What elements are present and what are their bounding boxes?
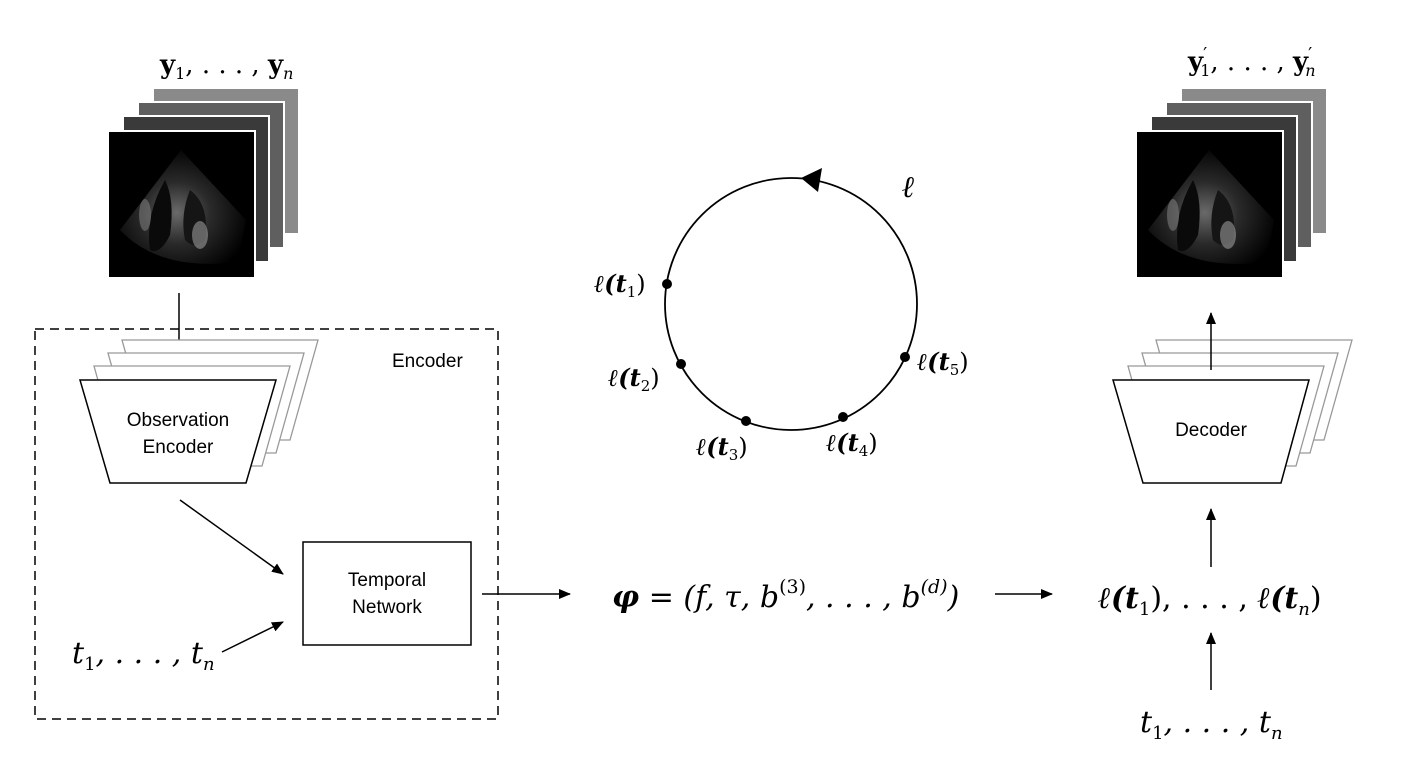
loop-point-3 [741, 416, 751, 426]
loop-label: ℓ [902, 170, 915, 205]
decoder-label: Decoder [1175, 420, 1247, 441]
latent-sequence: ℓ(t1), . . . , ℓ(tn) [1098, 581, 1322, 620]
loop-point-1 [662, 279, 672, 289]
loop-point-label-5: ℓ(t5) [917, 347, 969, 379]
temporal-network-label-1: Temporal [348, 570, 426, 591]
loop-point-2 [676, 359, 686, 369]
output-echo-frame [1135, 130, 1284, 279]
encoder-boundary [34, 328, 499, 720]
observation-encoder-label-1: Observation [127, 410, 229, 431]
loop-circle [664, 177, 918, 431]
decoder [1112, 379, 1310, 484]
output-image-stack: y′1, . . . , y′n [1135, 44, 1328, 279]
observation-encoder [79, 379, 277, 484]
encoder-time-input: t1, . . . , tn [72, 636, 215, 675]
temporal-network-label-2: Network [352, 597, 422, 618]
time-to-temporal-arrow [221, 621, 284, 653]
loop-point-label-3: ℓ(t3) [696, 432, 748, 464]
input-echo-frame [107, 130, 256, 279]
output-stack-label: y′1, . . . , y′n [1187, 44, 1316, 80]
decoder-stack: Decoder [1112, 339, 1353, 484]
latent-loop: ℓ ℓ(t1) ℓ(t2) ℓ(t3) ℓ(t4) ℓ(t5) [594, 168, 969, 464]
loop-point-label-2: ℓ(t2) [608, 363, 660, 395]
input-image-stack: y1, . . . , yn [107, 50, 300, 279]
parameter-vector: φ = (f, τ, b(3), . . . , b(d)) [612, 576, 959, 615]
loop-direction-arrow [801, 168, 822, 192]
decoder-time-input: t1, . . . , tn [1140, 705, 1283, 744]
temporal-network [302, 541, 472, 646]
loop-point-4 [838, 412, 848, 422]
observation-encoder-label-2: Encoder [143, 437, 214, 458]
observation-encoder-stack: Observation Encoder [79, 339, 319, 484]
loop-point-label-1: ℓ(t1) [594, 269, 646, 301]
loop-point-5 [900, 352, 910, 362]
loop-point-label-4: ℓ(t4) [826, 428, 878, 460]
encoder-title: Encoder [392, 351, 463, 372]
input-stack-label: y1, . . . , yn [159, 50, 293, 83]
obs-to-temporal-arrow [179, 499, 284, 575]
